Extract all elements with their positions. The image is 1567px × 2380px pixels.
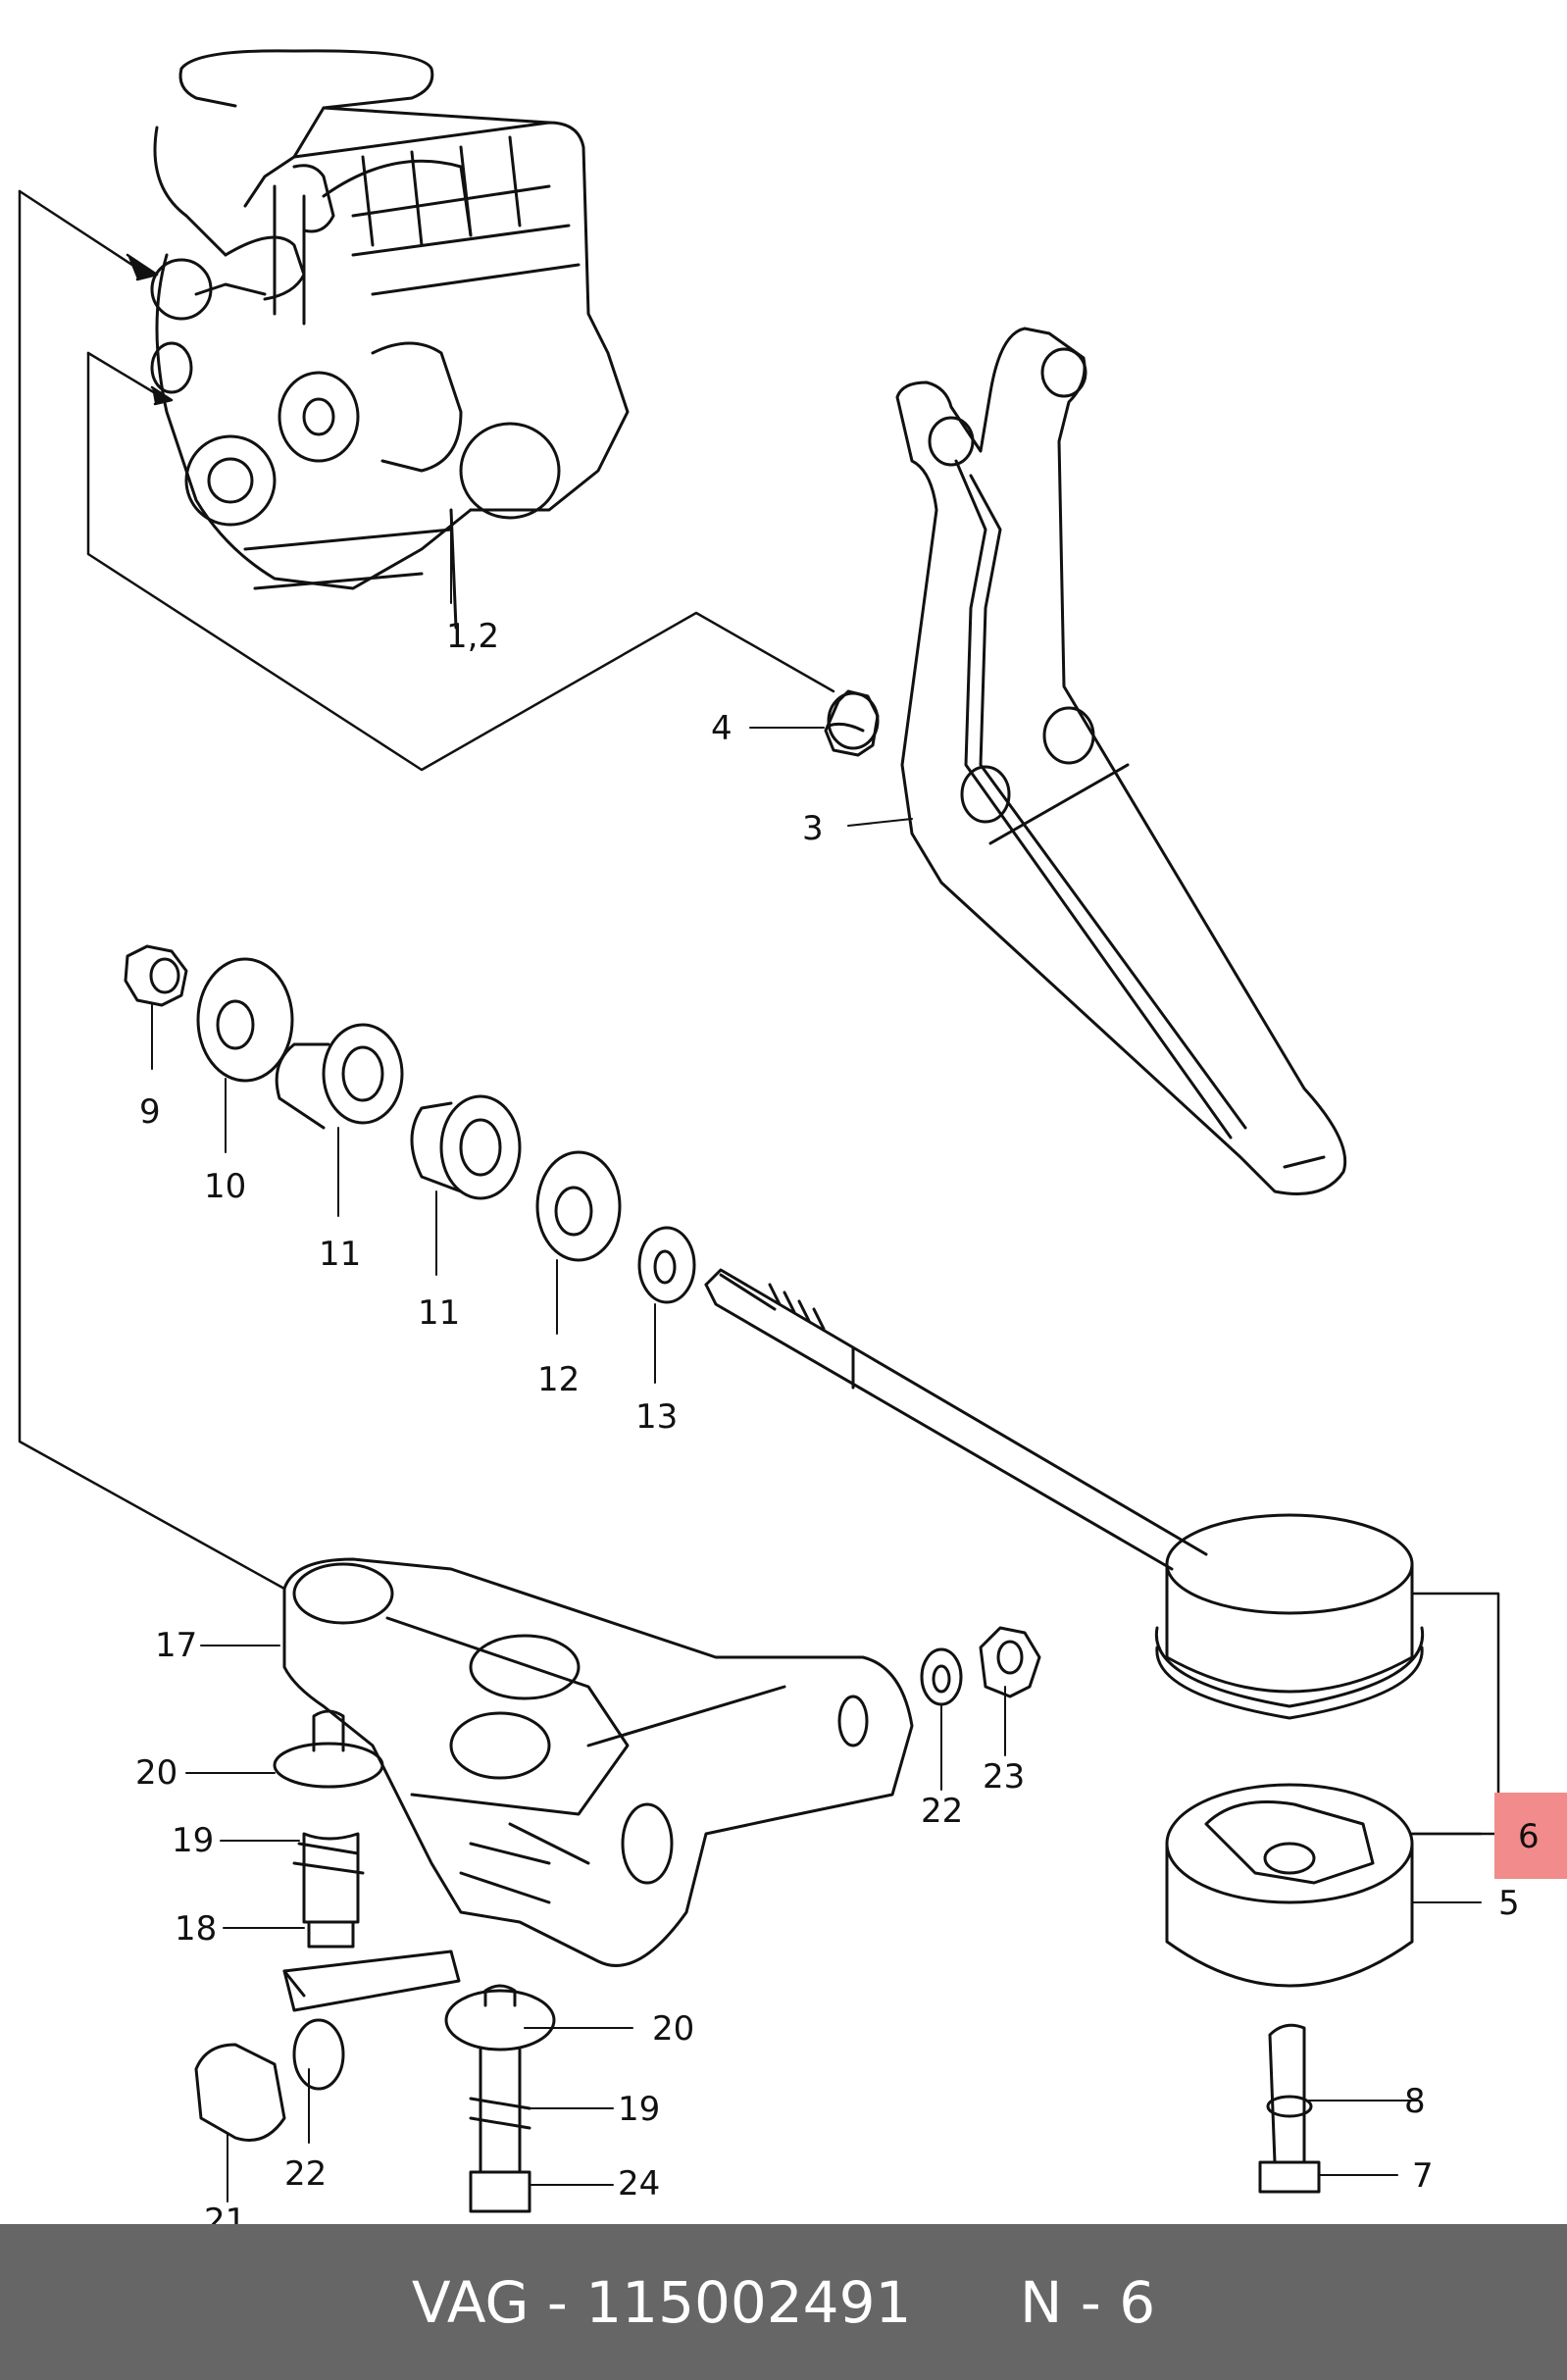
label-6[interactable]: 6 [1518,1817,1540,1856]
engine-arrows [126,253,174,406]
label-7[interactable]: 7 [1412,2156,1434,2196]
label-24[interactable]: 24 [618,2164,661,2203]
label-17[interactable]: 17 [155,1626,198,1665]
footer-separator: - [546,2268,568,2336]
engine-assembly [150,49,630,630]
part-9-nut [124,944,188,1007]
part-20-19-18-bolt-set-a [273,1709,384,1949]
footer-bar: VAG - 115002491 N - 6 [0,2224,1567,2380]
label-20-a[interactable]: 20 [135,1753,178,1793]
part-11-bush-a [275,1023,404,1130]
label-13[interactable]: 13 [635,1397,679,1437]
part-3-support-arm [895,327,1347,1195]
part-17-bracket [282,1557,914,1967]
label-8[interactable]: 8 [1404,2082,1426,2121]
label-1-2[interactable]: 1,2 [446,617,500,656]
label-22-b[interactable]: 22 [284,2154,328,2194]
label-23[interactable]: 23 [983,1757,1026,1797]
part-7-8-bolt [1258,2023,1321,2194]
part-22-23-washer-nut [920,1626,1041,1706]
footer-position: N - 6 [1020,2268,1156,2336]
label-5[interactable]: 5 [1498,1884,1520,1923]
label-19-a[interactable]: 19 [172,1821,215,1860]
part-12-washer [535,1150,622,1262]
part-10-washer [196,957,294,1083]
label-11-b[interactable]: 11 [418,1293,461,1333]
part-13-washer [637,1226,696,1304]
label-4[interactable]: 4 [711,709,733,748]
label-11-a[interactable]: 11 [319,1235,362,1274]
part-11-bush-b [410,1094,522,1200]
reference-lines [18,189,1500,1836]
label-3[interactable]: 3 [802,809,824,848]
part-4-nut [824,689,880,757]
footer-part-number: 115002491 [585,2268,912,2336]
label-22-a[interactable]: 22 [921,1792,964,1831]
label-18[interactable]: 18 [175,1909,218,1949]
label-19-b[interactable]: 19 [618,2090,661,2129]
label-9[interactable]: 9 [139,1092,161,1132]
footer-brand: VAG [411,2268,530,2336]
part-5-rubber-mount [1165,1783,1414,1988]
label-10[interactable]: 10 [204,1167,247,1206]
part-21-22-long-bolt [194,1950,461,2142]
part-20-19-24-bolt-set-b [444,1984,556,2213]
label-12[interactable]: 12 [537,1360,581,1399]
label-20-b[interactable]: 20 [652,2009,695,2049]
highlight-part-6 [1494,1793,1567,1879]
exploded-parts-diagram [18,49,1500,2213]
part-6-engine-mount [704,1268,1425,1720]
label-leaders [151,519,1482,2203]
